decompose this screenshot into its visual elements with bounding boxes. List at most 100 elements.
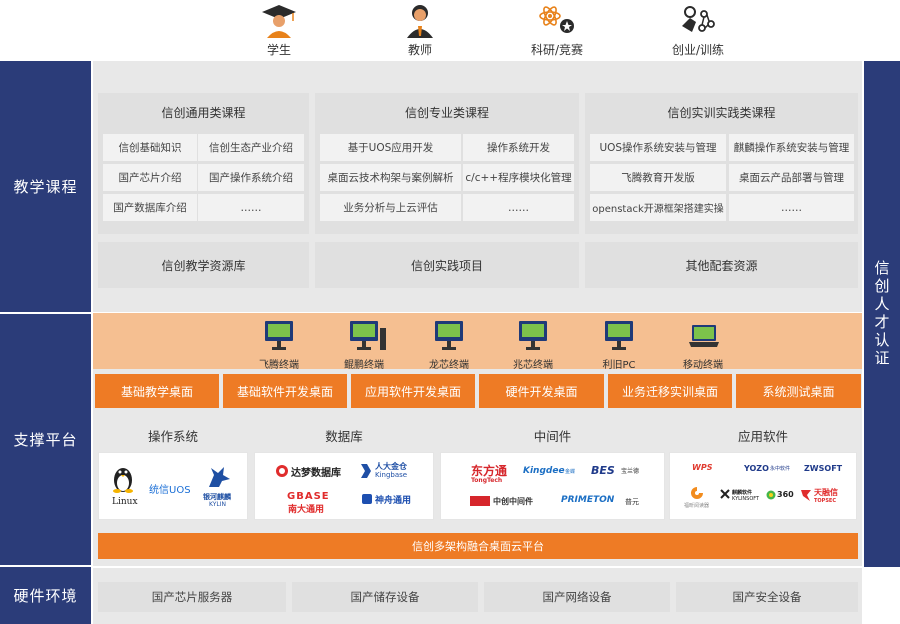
kingdee-logo-cn: 金蝶 — [565, 469, 576, 475]
kylinsoft-logo-text: 麒麟软件 — [732, 490, 753, 496]
terminal-zhaoxin: 兆芯终端 — [503, 316, 563, 371]
course-item: 操作系统开发 — [463, 134, 574, 161]
topsec-logo-en: TOPSEC — [814, 498, 837, 504]
course-item: 国产数据库介绍 — [103, 194, 197, 221]
course-item: …… — [198, 194, 304, 221]
graduate-icon — [262, 5, 296, 38]
primeton-logo-cn: 普元 — [625, 498, 639, 506]
desktop-system-testing: 系统测试桌面 — [736, 374, 861, 408]
user-research-label: 科研/竞赛 — [530, 43, 584, 57]
course-group-title: 信创专业类课程 — [404, 106, 489, 120]
os-logos: Linux 统信UOS 银河麒麟 KYLIN — [98, 452, 248, 520]
tongtech-logo-en: TongTech — [471, 477, 503, 484]
terminal-label: 鲲鹏终端 — [344, 360, 384, 371]
linux-logo-text: Linux — [112, 497, 138, 507]
desktop-basic-software-dev: 基础软件开发桌面 — [223, 374, 347, 408]
laptop-icon — [689, 325, 719, 347]
terminal-label: 利旧PC — [602, 360, 636, 371]
course-item: 信创基础知识 — [103, 134, 197, 161]
user-student-label: 学生 — [266, 43, 291, 57]
dameng-logo-text: 达梦数据库 — [291, 468, 341, 479]
desktop-terminal-icon — [350, 321, 386, 350]
course-item: 基于UOS应用开发 — [320, 134, 461, 161]
terminal-legacy-pc: 利旧PC — [589, 316, 649, 371]
kingbase-icon — [361, 464, 371, 478]
hardware-network: 国产网络设备 — [484, 582, 670, 612]
course-item: …… — [463, 194, 574, 221]
terminal-label: 飞腾终端 — [259, 360, 299, 371]
desktop-terminal-icon — [265, 321, 293, 350]
zhongchuang-icon — [470, 496, 490, 506]
terminal-label: 兆芯终端 — [513, 360, 553, 371]
360-logo-text: 360 — [777, 490, 794, 499]
course-group-general: 信创通用类课程 信创基础知识 信创生态产业介绍 国产芯片介绍 国产操作系统介绍 … — [98, 93, 309, 234]
hardware-security: 国产安全设备 — [676, 582, 858, 612]
desktop-terminal-icon — [605, 321, 633, 350]
section-teaching: 教学课程 — [0, 61, 91, 312]
dameng-icon — [276, 465, 288, 477]
teacher-icon — [407, 5, 433, 38]
terminal-feiteng: 飞腾终端 — [249, 316, 309, 371]
section-support: 支撑平台 — [0, 314, 91, 565]
section-certification: 信创人才认证 — [864, 61, 900, 567]
user-teacher-label: 教师 — [407, 43, 432, 57]
hardware-storage: 国产储存设备 — [292, 582, 478, 612]
course-group-practice: 信创实训实践类课程 UOS操作系统安装与管理 麒麟操作系统安装与管理 飞腾教育开… — [585, 93, 858, 234]
primeton-logo-text: PRIMETON — [561, 495, 615, 505]
bes-logo-text: BES — [591, 464, 615, 477]
desktop-terminal-icon — [435, 321, 463, 350]
desktop-basic-teaching: 基础教学桌面 — [95, 374, 219, 408]
user-student: 学生 — [229, 0, 329, 60]
linux-tux-icon — [113, 468, 133, 493]
foxit-icon — [691, 487, 703, 499]
360-icon — [766, 490, 776, 500]
terminal-label: 龙芯终端 — [429, 360, 469, 371]
terminal-label: 移动终端 — [683, 360, 723, 371]
startup-icon — [682, 6, 715, 32]
user-startup: 创业/训练 — [648, 0, 748, 60]
wps-logo-text: WPS — [692, 463, 713, 472]
research-icon — [539, 6, 574, 33]
course-group-title: 信创通用类课程 — [161, 106, 246, 120]
terminal-mobile: 移动终端 — [673, 316, 733, 371]
user-teacher: 教师 — [370, 0, 470, 60]
terminal-kunpeng: 鲲鹏终端 — [334, 316, 394, 371]
gbase-logo-cn: 南大通用 — [288, 505, 325, 515]
desktop-migration-training: 业务迁移实训桌面 — [608, 374, 732, 408]
course-group-professional: 信创专业类课程 基于UOS应用开发 操作系统开发 桌面云技术构架与案例解析 c/… — [315, 93, 579, 234]
user-startup-label: 创业/训练 — [671, 43, 725, 57]
resource-other: 其他配套资源 — [585, 242, 858, 288]
app-software-logos: WPS YOZO 永中软件 ZWSOFT 福昕阅读器 麒麟软件 KYLINSOF… — [669, 452, 857, 520]
topsec-logo-text: 天融信 — [814, 488, 838, 497]
shenzhou-logo-text: 神舟通用 — [375, 496, 412, 506]
kylin-icon — [209, 467, 230, 487]
bes-logo-cn: 宝兰德 — [621, 468, 640, 475]
course-item: 麒麟操作系统安装与管理 — [729, 134, 854, 161]
certification-label: 信创人才认证 — [872, 260, 891, 368]
course-item: 国产芯片介绍 — [103, 164, 197, 191]
course-item: openstack开源框架搭建实操 — [590, 194, 726, 221]
kingdee-logo-text: Kingdee — [523, 466, 565, 476]
gbase-logo-text: GBASE — [287, 491, 330, 502]
yozo-logo-text: YOZO — [744, 464, 769, 473]
category-database: 数据库 — [325, 429, 363, 444]
shenzhou-icon — [362, 494, 372, 504]
kylinsoft-logo-en: KYLINSOFT — [732, 496, 760, 502]
uos-logo-text: 统信UOS — [149, 485, 191, 496]
tongtech-logo-text: 东方通 — [471, 464, 508, 478]
course-group-title: 信创实训实践类课程 — [667, 106, 776, 120]
course-item: 信创生态产业介绍 — [198, 134, 304, 161]
course-item: UOS操作系统安装与管理 — [590, 134, 726, 161]
desktop-cloud-platform: 信创多架构融合桌面云平台 — [98, 533, 858, 559]
kingbase-logo-text: 人大金仓 — [375, 462, 407, 471]
terminal-loongson: 龙芯终端 — [419, 316, 479, 371]
zhongchuang-logo-text: 中创中间件 — [493, 497, 533, 506]
course-item: 国产操作系统介绍 — [198, 164, 304, 191]
kylinsoft-icon — [720, 489, 730, 499]
course-item: c/c++程序模块化管理 — [463, 164, 574, 191]
category-os: 操作系统 — [147, 429, 198, 444]
course-item: 桌面云产品部署与管理 — [729, 164, 854, 191]
zwsoft-logo-text: ZWSOFT — [804, 464, 843, 473]
category-middleware: 中间件 — [533, 429, 572, 444]
desktop-hardware-dev: 硬件开发桌面 — [479, 374, 604, 408]
